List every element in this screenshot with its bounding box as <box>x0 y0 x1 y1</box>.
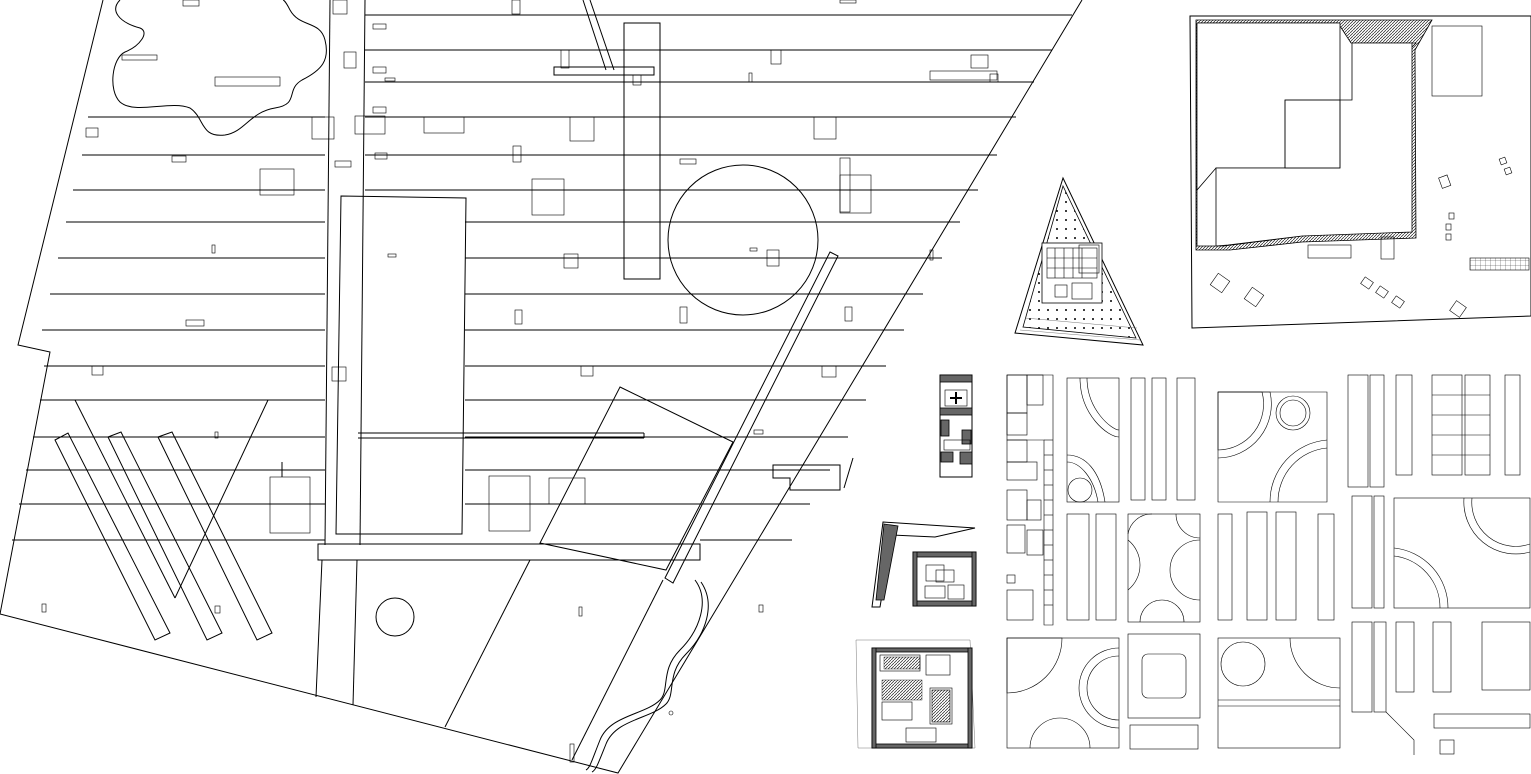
urban-block-grid <box>1006 374 1531 755</box>
l-shaped-building-plan <box>871 521 977 608</box>
building-top-view <box>1189 15 1531 329</box>
triangle-building-plan <box>1014 176 1144 346</box>
rotated-block <box>539 386 734 571</box>
block-quarter-circles-a <box>1217 391 1328 503</box>
block-row-houses-d <box>1066 511 1335 621</box>
site-boundary <box>0 0 1083 774</box>
block-irregular-a <box>1006 374 1054 626</box>
block-round-corners-1 <box>1066 377 1120 503</box>
parcel-strips <box>12 14 1072 541</box>
block-row-houses-e <box>1351 495 1385 609</box>
wavy-path <box>585 579 703 771</box>
block-quarter-circles-c <box>1006 637 1120 749</box>
block-courtyard <box>1127 633 1201 750</box>
block-row-houses-b <box>1130 377 1196 501</box>
detailed-square-plan <box>855 639 976 749</box>
cross-road <box>317 543 701 561</box>
block-row-houses-c <box>1347 374 1521 488</box>
circular-plaza <box>667 164 819 316</box>
pond-outline <box>112 0 327 136</box>
block-quarter-circles-b <box>1393 497 1531 609</box>
block-row-houses-f <box>1351 621 1531 755</box>
main-site-plan <box>0 0 1083 774</box>
diagonal-bar <box>664 251 839 584</box>
block-quarter-circles-d <box>1217 637 1341 749</box>
block-round-corners-2 <box>1127 513 1201 623</box>
diagonal-slab-buildings <box>54 399 273 641</box>
tower-bar <box>623 22 661 280</box>
large-building-block <box>335 195 467 535</box>
small-tower-plan <box>939 374 973 478</box>
